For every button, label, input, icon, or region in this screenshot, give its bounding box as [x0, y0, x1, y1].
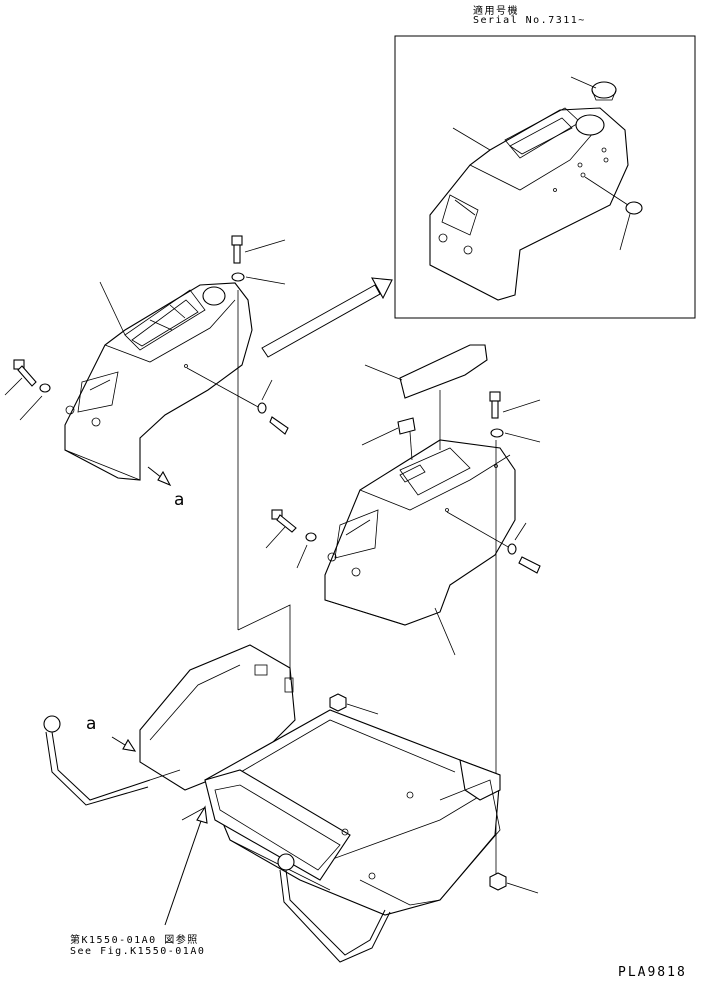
frame-nut-right: [489, 872, 539, 894]
upper-bolt-left: [4, 359, 51, 421]
reference-en: See Fig.K1550-01A0: [70, 946, 206, 957]
applicable-model-label: 適用号機: [473, 6, 519, 17]
upper-bolt-right: [186, 367, 289, 435]
left-lever: [43, 715, 181, 806]
upper-bolt-top: [231, 235, 286, 630]
lower-frame: [139, 644, 501, 916]
guide-line-left: [237, 604, 291, 680]
inset-plug: [584, 176, 643, 251]
inset-console-housing: [429, 107, 629, 301]
reference-jp: 第K1550-01A0 図参照: [70, 935, 199, 946]
arrow-a-upper: [147, 466, 172, 487]
upper-left-console: [64, 281, 253, 481]
right-lever: [277, 853, 391, 963]
reference-arrow: [164, 805, 208, 926]
inset-cap: [570, 76, 617, 101]
callout-a-upper: a: [174, 490, 185, 510]
right-console: [324, 439, 516, 656]
armrest-pad: [364, 344, 488, 450]
right-bolt-right: [446, 511, 541, 574]
drawing-code: PLA9818: [618, 965, 687, 980]
frame-nut-left: [329, 693, 379, 715]
arrow-to-inset: [261, 277, 393, 358]
right-bolt-left: [265, 509, 317, 569]
guide-line-ref: [181, 807, 205, 821]
inset-detail-box: [394, 35, 696, 319]
arrow-a-lower: [111, 736, 137, 752]
callout-a-lower: a: [86, 714, 97, 734]
serial-range-label: Serial No.7311~: [473, 15, 586, 26]
switch-block: [361, 417, 416, 461]
